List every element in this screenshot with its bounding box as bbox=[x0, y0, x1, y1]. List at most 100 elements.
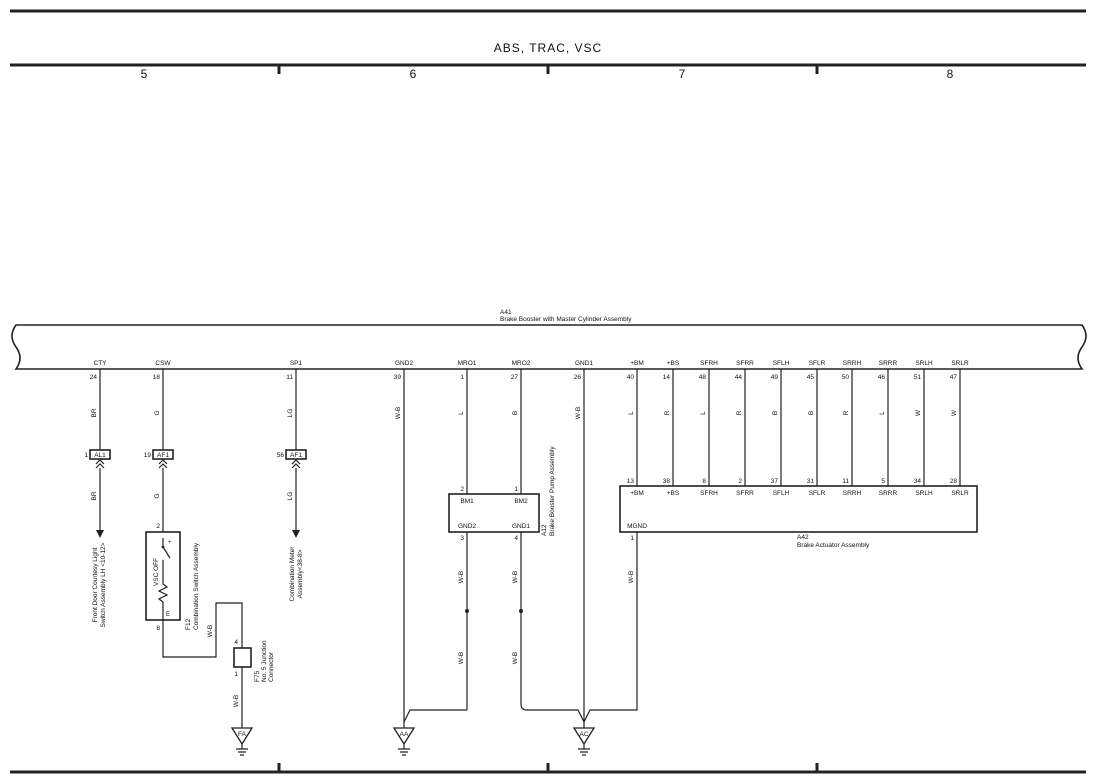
pin-number: 28 bbox=[950, 478, 958, 485]
pin-number: 18 bbox=[153, 374, 161, 381]
pin-number: 11 bbox=[286, 374, 293, 381]
pin-number: 49 bbox=[771, 374, 779, 381]
pin-number: 40 bbox=[627, 374, 635, 381]
pin-number: 44 bbox=[735, 374, 743, 381]
wire-color-label: W-B bbox=[207, 625, 214, 638]
pin-number: 1 bbox=[630, 535, 634, 542]
wire-color-label: W-B bbox=[512, 571, 519, 584]
wire-color-label: LG bbox=[287, 409, 294, 418]
actuator-terminal: SFRH bbox=[700, 490, 718, 497]
a41-terminal-mro1: MRO1 bbox=[458, 360, 477, 367]
junction-code: F75 bbox=[254, 670, 261, 682]
a41-terminal-sflh: SFLH bbox=[773, 360, 790, 367]
pin-number: 34 bbox=[914, 478, 922, 485]
pump-pin: 3 bbox=[460, 535, 464, 542]
ground-code: FA bbox=[238, 731, 247, 738]
brake-actuator-a42: 13 38 8 2 37 31 11 5 34 28 +BM +BS SFRH … bbox=[619, 478, 978, 549]
wire-color-label: R bbox=[664, 410, 671, 415]
wire-color-label: BR bbox=[91, 491, 98, 500]
resistor-icon bbox=[157, 583, 169, 603]
a41-terminal-sflr: SFLR bbox=[809, 360, 826, 367]
wire-mgnd bbox=[583, 532, 638, 723]
combination-meter-line1: Combination Meter bbox=[289, 546, 296, 602]
arrow-down-icon bbox=[96, 530, 104, 538]
connector-al1 bbox=[89, 449, 111, 460]
connector-chevron bbox=[95, 459, 105, 469]
actuator-wire-colors: L R L R B B R L W W bbox=[628, 409, 958, 416]
pin-number: 48 bbox=[699, 374, 707, 381]
connector-chevron bbox=[291, 459, 301, 469]
a41-terminal-pbm: +BM bbox=[630, 360, 644, 367]
switch-name: Combination Switch Assembly bbox=[193, 542, 200, 630]
junction-connector-f75: 4 1 F75 No. 5 Junction Connector bbox=[233, 639, 275, 682]
actuator-body bbox=[619, 485, 978, 533]
arrow-down-icon bbox=[292, 530, 300, 538]
ground-symbol-icon bbox=[578, 748, 590, 756]
junction-name-line2: Connector bbox=[268, 651, 275, 682]
a41-code: A41 bbox=[500, 309, 512, 316]
wire-color-label: G bbox=[154, 493, 161, 498]
connector-pin: 1 bbox=[84, 452, 88, 459]
wire-switch-to-junction bbox=[162, 602, 243, 658]
a41-terminal-srlr: SRLR bbox=[951, 360, 969, 367]
pin-number: 50 bbox=[842, 374, 850, 381]
a41-terminal-mro2: MRO2 bbox=[512, 360, 531, 367]
a41-terminal-sfrh: SFRH bbox=[700, 360, 718, 367]
a41-terminal-srrh: SRRH bbox=[843, 360, 862, 367]
wire-color-label: B bbox=[808, 411, 815, 415]
pump-name: Brake Booster Pump Assembly bbox=[549, 446, 556, 536]
actuator-terminal: SRLH bbox=[915, 490, 933, 497]
junction-pin-top: 4 bbox=[234, 639, 238, 646]
connector-af1-sp1 bbox=[285, 449, 307, 460]
connector-pin: 19 bbox=[144, 452, 152, 459]
a41-terminal-cty: CTY bbox=[94, 360, 108, 367]
ground-ac: AC bbox=[572, 727, 596, 756]
pump-term-bm2: BM2 bbox=[514, 498, 528, 505]
wire-color-label: W-B bbox=[512, 652, 519, 665]
ground-symbol-icon bbox=[398, 748, 410, 756]
pin-number: 27 bbox=[511, 374, 519, 381]
pin-number: 38 bbox=[663, 478, 671, 485]
wire-to-ground-aa bbox=[403, 709, 467, 723]
pin-number: 11 bbox=[842, 478, 849, 485]
actuator-terminal: +BM bbox=[630, 490, 644, 497]
actuator-terminal: SRLR bbox=[951, 490, 969, 497]
connector-code: AL1 bbox=[94, 452, 106, 459]
front-door-switch-line1: Front Door Courtesy Light bbox=[92, 547, 99, 622]
wire-color-label: BR bbox=[91, 408, 98, 417]
brake-booster-pump-a12: 2 1 BM1 BM2 GND2 GND1 3 4 A12 Brake Boos… bbox=[448, 446, 556, 542]
actuator-terminal-mgnd: MGND bbox=[627, 523, 647, 530]
wire-color-label: R bbox=[843, 410, 850, 415]
a41-name: Brake Booster with Master Cylinder Assem… bbox=[500, 316, 632, 323]
switch-code: F12 bbox=[185, 618, 192, 630]
a41-pin-numbers: 24 18 11 39 1 27 26 40 14 48 44 49 45 50… bbox=[90, 374, 958, 381]
a41-terminal-sfrr: SFRR bbox=[736, 360, 754, 367]
pin-number: 1 bbox=[460, 374, 464, 381]
a41-terminal-srlh: SRLH bbox=[915, 360, 933, 367]
pin-number: 8 bbox=[702, 478, 706, 485]
actuator-terminal: +BS bbox=[667, 490, 680, 497]
junction-pin-bottom: 1 bbox=[234, 671, 238, 678]
a41-terminal-pbs: +BS bbox=[667, 360, 680, 367]
junction-body bbox=[233, 647, 252, 668]
wire-color-label: L bbox=[700, 411, 707, 415]
wire-color-label: W-B bbox=[458, 571, 465, 584]
switch-label: VSC OFF bbox=[153, 558, 160, 586]
pump-pin: 4 bbox=[514, 535, 518, 542]
ground-triangle-icon bbox=[392, 727, 416, 746]
splice-point bbox=[519, 609, 523, 613]
pin-number: 45 bbox=[807, 374, 815, 381]
wire-color-label: R bbox=[736, 410, 743, 415]
wire-color-label: LG bbox=[287, 492, 294, 501]
a41-outline bbox=[11, 324, 1087, 370]
actuator-terminal: SRRR bbox=[879, 490, 898, 497]
column-number: 8 bbox=[947, 67, 954, 81]
wire-color-label: W-B bbox=[458, 652, 465, 665]
page-title: ABS, TRAC, VSC bbox=[494, 41, 602, 55]
pump-body bbox=[448, 493, 540, 533]
wire-color-label: W bbox=[915, 409, 922, 416]
column-number: 5 bbox=[141, 67, 148, 81]
wire-color-label: W-B bbox=[628, 571, 635, 584]
ground-code: AA bbox=[400, 731, 409, 738]
